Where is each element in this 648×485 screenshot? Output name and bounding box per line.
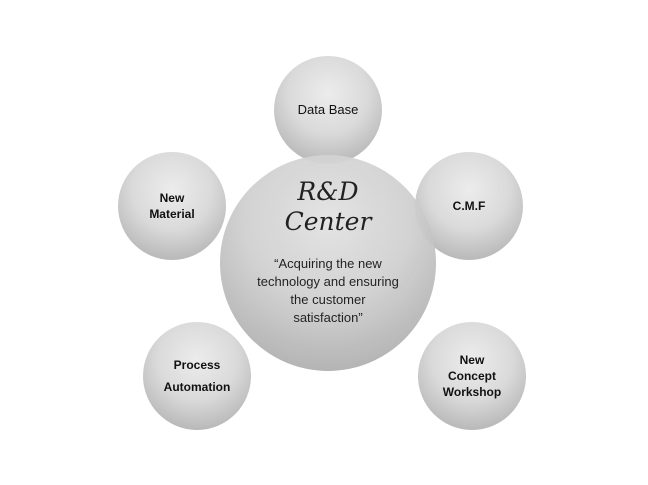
center-hub: R&D Center “Acquiring the new technology… <box>220 155 436 371</box>
center-title: R&D Center <box>284 177 372 236</box>
node-data-base-label: Data Base <box>297 102 359 117</box>
node-process-automation: Process Automation <box>143 322 251 430</box>
node-new-material: New Material <box>118 152 226 260</box>
node-cmf-label: C.M.F <box>452 199 486 213</box>
node-new-material-label: New Material <box>149 191 195 221</box>
node-new-concept-workshop-label: New Concept Workshop <box>442 353 502 399</box>
node-process-automation-label: Process Automation <box>163 358 231 394</box>
node-new-concept-workshop: New Concept Workshop <box>418 322 526 430</box>
center-quote: “Acquiring the new technology and ensuri… <box>257 256 399 325</box>
node-data-base: Data Base <box>274 56 382 164</box>
